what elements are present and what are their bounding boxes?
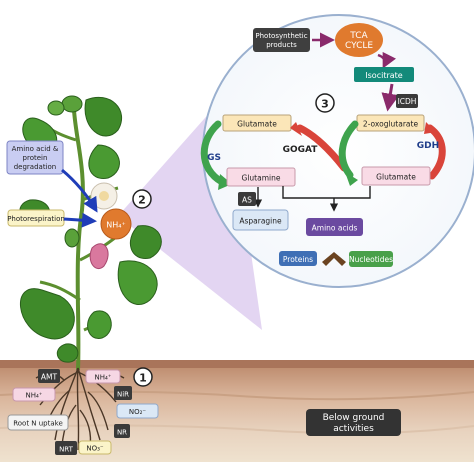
tca-line2: CYCLE	[345, 41, 373, 51]
glutamate-right-box: Glutamate	[361, 166, 431, 186]
roots	[35, 367, 125, 451]
nh4-b-label: NH₄⁺	[25, 392, 42, 400]
glutamate-left-box: Glutamate	[222, 114, 292, 132]
icdh-enzyme: ICDH	[396, 94, 418, 108]
no2-label: NO₂⁻	[129, 408, 147, 416]
split-arrow	[322, 238, 346, 266]
step2-label: 2	[138, 194, 146, 207]
amino-degradation-line1: Amino acid &	[12, 145, 59, 153]
tca-cycle-node: TCA CYCLE	[335, 23, 383, 57]
step-3-marker: 3	[315, 93, 335, 113]
nh4-box-a: NH₄⁺	[85, 369, 121, 384]
step3-label: 3	[321, 98, 329, 111]
isocitrate-box: Isocitrate	[354, 67, 414, 82]
root-uptake-box: Root N uptake	[7, 414, 69, 431]
gdh-label: GDH	[417, 141, 439, 151]
photorespiration-label: Photorespiration	[7, 215, 65, 223]
amt-label: AMT	[41, 373, 58, 382]
step-1-marker: 1	[133, 367, 153, 387]
no3-label: NO₃⁻	[86, 445, 104, 453]
nr-enzyme: NR	[114, 424, 130, 438]
nh4-node: NH₄⁺	[100, 208, 132, 240]
nrt-label: NRT	[59, 446, 74, 454]
zoom-circle	[202, 14, 474, 288]
tca-line1: TCA	[349, 31, 368, 41]
below-ground-box: Below ground activities	[306, 409, 401, 436]
cotton-plant	[19, 95, 162, 371]
proteins-box: Proteins	[279, 251, 317, 266]
nr-label: NR	[117, 429, 127, 437]
amino-acids-label: Amino acids	[312, 224, 358, 233]
gogat-label: GOGAT	[283, 145, 319, 155]
amino-degradation-line2: protein	[23, 154, 48, 162]
gs-arrow	[200, 120, 226, 186]
amt-transporter: AMT	[38, 369, 60, 383]
flower-pink	[89, 243, 109, 270]
degradation-arrow	[61, 168, 98, 213]
as-enzyme: AS	[238, 192, 256, 206]
photosynthetic-line1: Photosynthetic	[255, 32, 307, 40]
nucleotides-label: Nucleotides	[349, 255, 393, 264]
oxoglutarate-label: 2-oxoglutarate	[363, 120, 419, 129]
gogat-green-arrow	[338, 120, 359, 179]
nh4-box-b: NH₄⁺	[12, 387, 56, 402]
nir-enzyme: NiR	[114, 386, 132, 400]
below-ground-line2: activities	[333, 424, 374, 434]
photosynthetic-products-box: Photosynthetic products	[253, 28, 310, 52]
glutamate-left-label: Glutamate	[237, 120, 277, 129]
nh4-node-label: NH₄⁺	[106, 221, 125, 230]
photorespiration-arrow	[63, 212, 97, 228]
as-label: AS	[242, 196, 252, 205]
glutamine-box: Glutamine	[226, 167, 296, 187]
no3-box: NO₃⁻	[78, 440, 112, 455]
gs-label: GS	[207, 153, 221, 163]
photosynthetic-line2: products	[266, 41, 297, 49]
glutamine-label: Glutamine	[242, 174, 281, 183]
nh4-a-label: NH₄⁺	[94, 374, 111, 382]
amino-degradation-line3: degradation	[14, 163, 57, 171]
proteins-label: Proteins	[283, 255, 313, 264]
nir-label: NiR	[117, 391, 129, 399]
photorespiration-box: Photorespiration	[7, 209, 65, 227]
nucleotides-box: Nucleotides	[349, 251, 393, 267]
amino-degradation-box: Amino acid & protein degradation	[6, 140, 64, 175]
root-uptake-label: Root N uptake	[13, 420, 63, 428]
amino-acids-box: Amino acids	[306, 218, 363, 236]
arrow-to-isocitrate	[377, 51, 397, 69]
below-ground-line1: Below ground	[323, 413, 385, 423]
asparagine-box: Asparagine	[232, 209, 289, 231]
step-2-marker: 2	[132, 189, 152, 209]
arrow-to-oxoglutarate	[381, 83, 400, 112]
nrt-transporter: NRT	[55, 441, 77, 455]
step1-label: 1	[139, 372, 147, 385]
no2-box: NO₂⁻	[116, 403, 159, 419]
icdh-label: ICDH	[398, 97, 417, 106]
asparagine-label: Asparagine	[239, 217, 282, 226]
isocitrate-label: Isocitrate	[365, 71, 403, 80]
amino-connectors	[253, 186, 371, 212]
oxoglutarate-box: 2-oxoglutarate	[356, 114, 425, 132]
flower-white	[90, 182, 118, 210]
glutamate-right-label: Glutamate	[376, 173, 416, 182]
